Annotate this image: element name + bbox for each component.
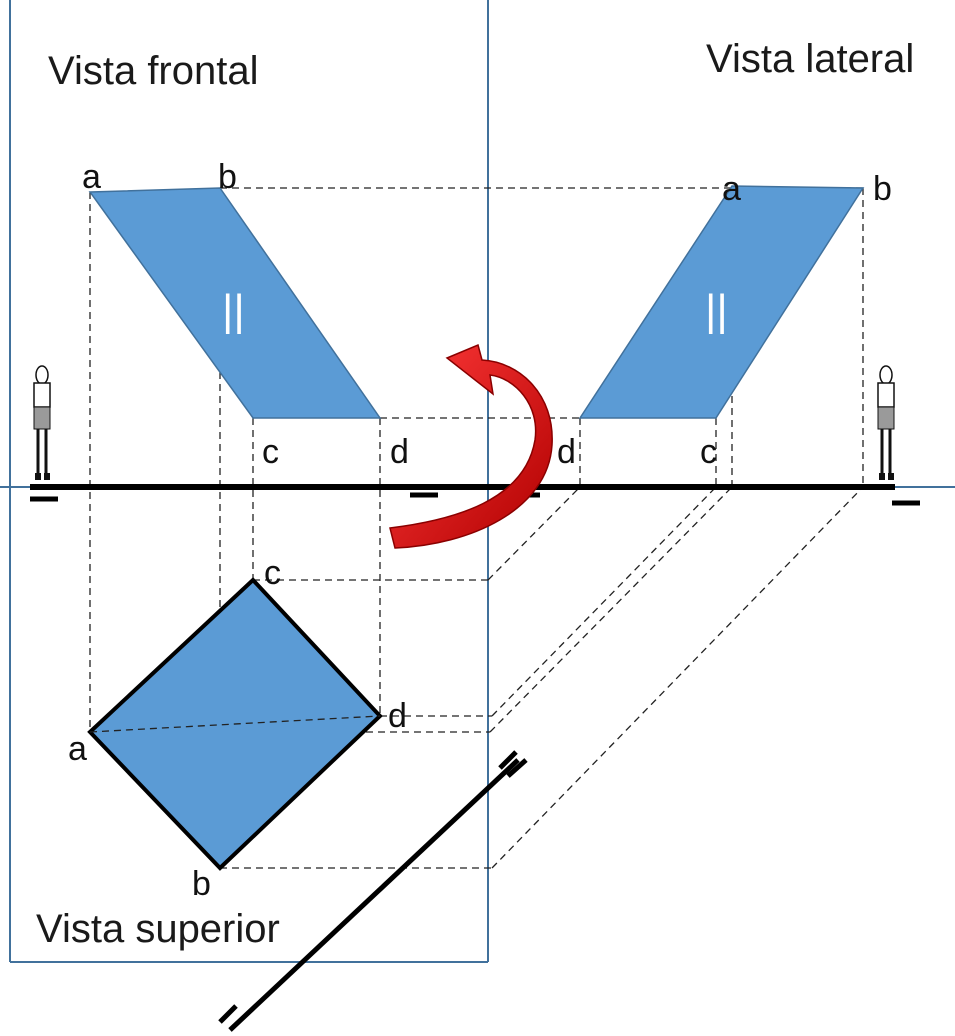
observer-figure-icon <box>877 365 895 480</box>
side-point-a: a <box>722 170 741 208</box>
top-point-a: a <box>68 730 87 768</box>
side-point-b: b <box>873 170 892 208</box>
front-point-a: a <box>82 158 101 196</box>
top-point-b: b <box>192 865 211 903</box>
rotation-arrow-icon <box>389 343 553 549</box>
side-view-shape <box>578 185 865 419</box>
front-point-b: b <box>218 158 237 196</box>
side-point-d: d <box>557 433 576 471</box>
front-view-shape <box>88 187 382 419</box>
top-view-title: Vista superior <box>36 907 280 951</box>
front-view-title: Vista frontal <box>48 49 259 93</box>
ground-lines <box>30 484 920 506</box>
front-point-c: c <box>262 433 279 471</box>
side-parallel-mark: || <box>705 286 728 335</box>
miter-line <box>218 750 528 1032</box>
top-point-d: d <box>388 697 407 735</box>
top-point-c: c <box>264 554 281 592</box>
front-parallel-mark: || <box>222 286 245 335</box>
view-frames <box>0 0 955 963</box>
side-view-title: Vista lateral <box>706 37 914 81</box>
observer-figure-icon <box>33 365 51 480</box>
front-point-d: d <box>390 433 409 471</box>
side-point-c: c <box>700 433 717 471</box>
